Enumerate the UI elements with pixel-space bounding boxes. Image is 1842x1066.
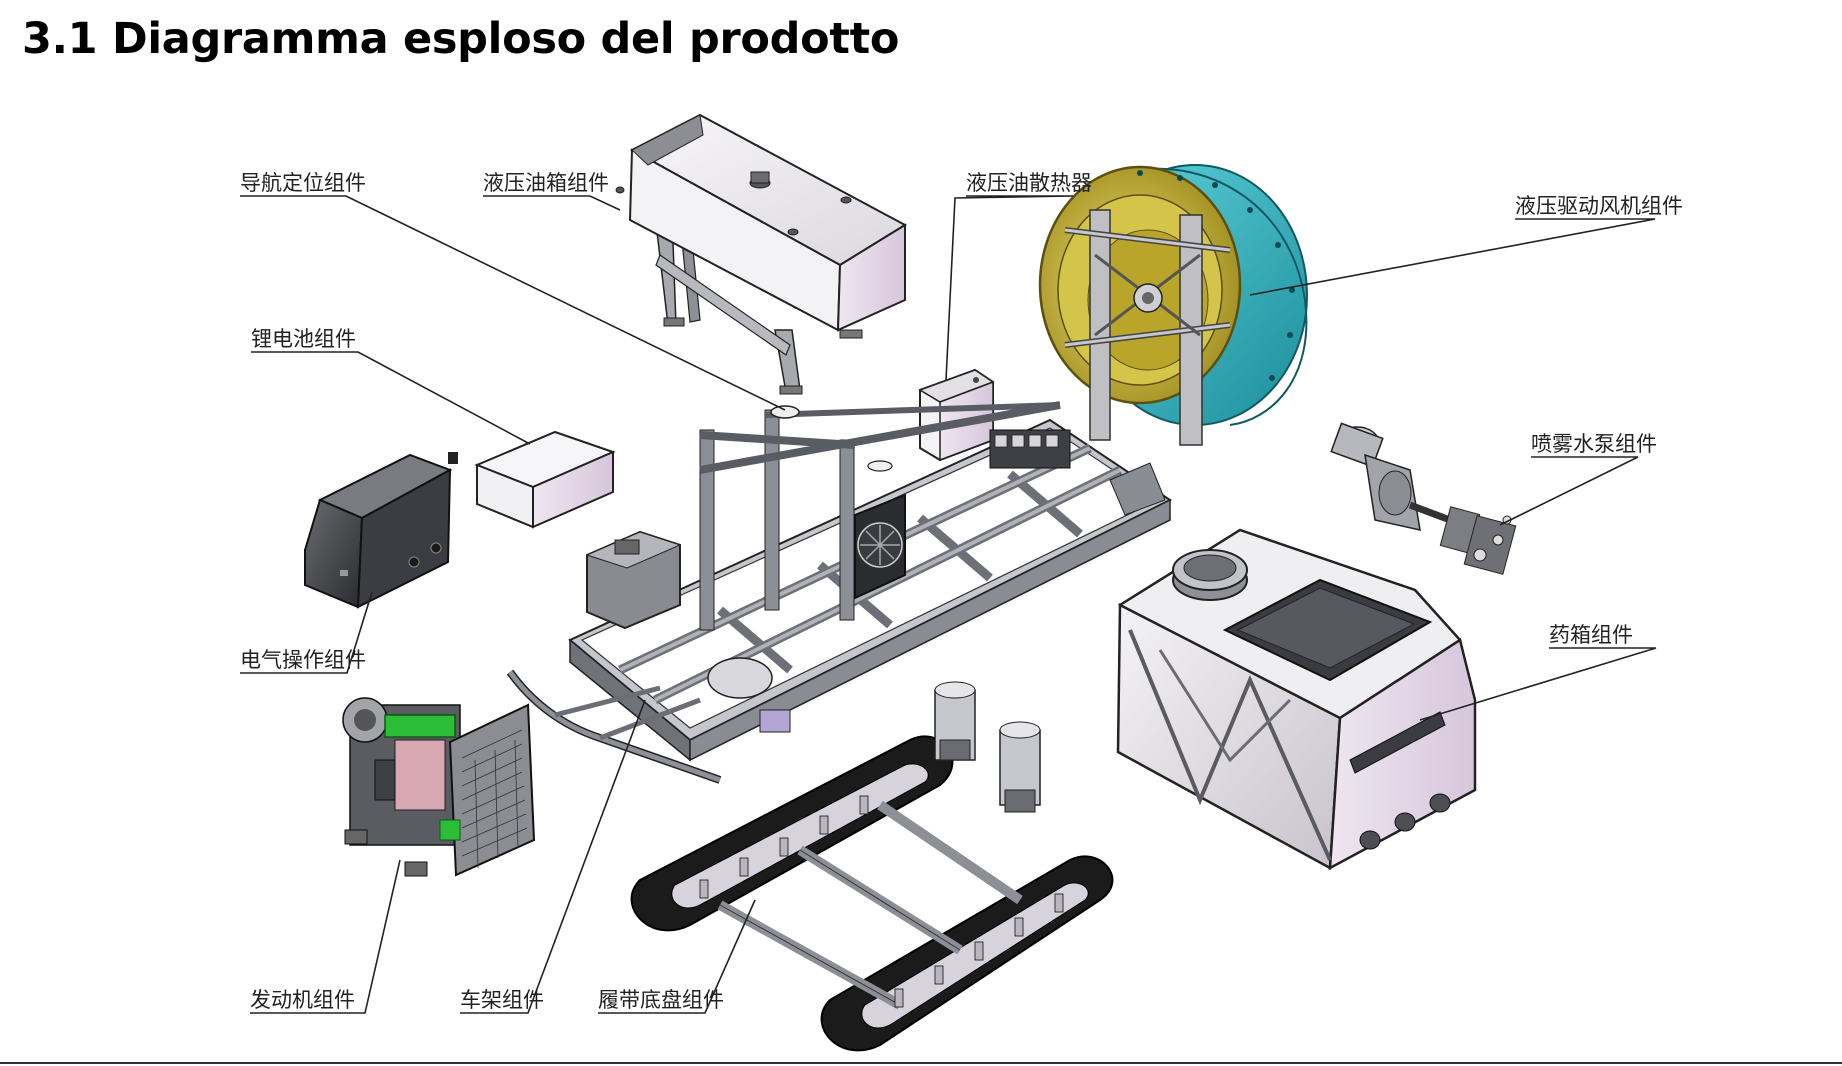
label-spray-pump: 喷雾水泵组件: [1531, 432, 1657, 456]
bottom-divider: [0, 1062, 1842, 1064]
label-frame: 车架组件: [460, 988, 544, 1012]
engine-assembly: [342, 697, 536, 877]
label-hydraulic-tank: 液压油箱组件: [483, 171, 609, 195]
leader-navigation: [240, 195, 786, 411]
leader-spray-pump: [1499, 456, 1639, 526]
leader-engine: [250, 859, 401, 1014]
label-electrical: 电气操作组件: [240, 648, 366, 672]
leader-hydraulic-cooler: [945, 195, 1074, 381]
page-title: 3.1 Diagramma esploso del prodotto: [22, 14, 900, 64]
leader-lines: [240, 195, 1657, 1014]
hydraulic-tank-assembly: [615, 113, 908, 395]
leader-hydraulic-tank: [483, 195, 621, 211]
leader-chemical-tank: [1419, 647, 1657, 721]
track-chassis-assembly: [630, 681, 1114, 1052]
leader-track-chassis: [598, 899, 756, 1014]
spray-pump-assembly: [1330, 422, 1517, 575]
label-hydraulic-fan: 液压驱动风机组件: [1515, 194, 1683, 218]
label-track-chassis: 履带底盘组件: [598, 988, 724, 1012]
label-chemical-tank: 药箱组件: [1549, 623, 1633, 647]
label-navigation: 导航定位组件: [240, 171, 366, 195]
leader-electrical: [240, 591, 373, 674]
battery-assembly: [474, 430, 616, 529]
electrical-cabinet-assembly: [304, 452, 458, 609]
hydraulic-cooler-assembly: [918, 368, 995, 462]
label-battery: 锂电池组件: [251, 327, 356, 351]
leader-battery: [251, 351, 531, 445]
leader-frame: [460, 699, 646, 1014]
label-hydraulic-cooler: 液压油散热器: [966, 171, 1092, 195]
chemical-tank-assembly: [1116, 528, 1477, 871]
frame-assembly: [506, 401, 1172, 784]
label-engine: 发动机组件: [250, 988, 355, 1012]
hydraulic-fan-assembly: [1038, 164, 1308, 446]
leader-hydraulic-fan: [1249, 218, 1656, 296]
